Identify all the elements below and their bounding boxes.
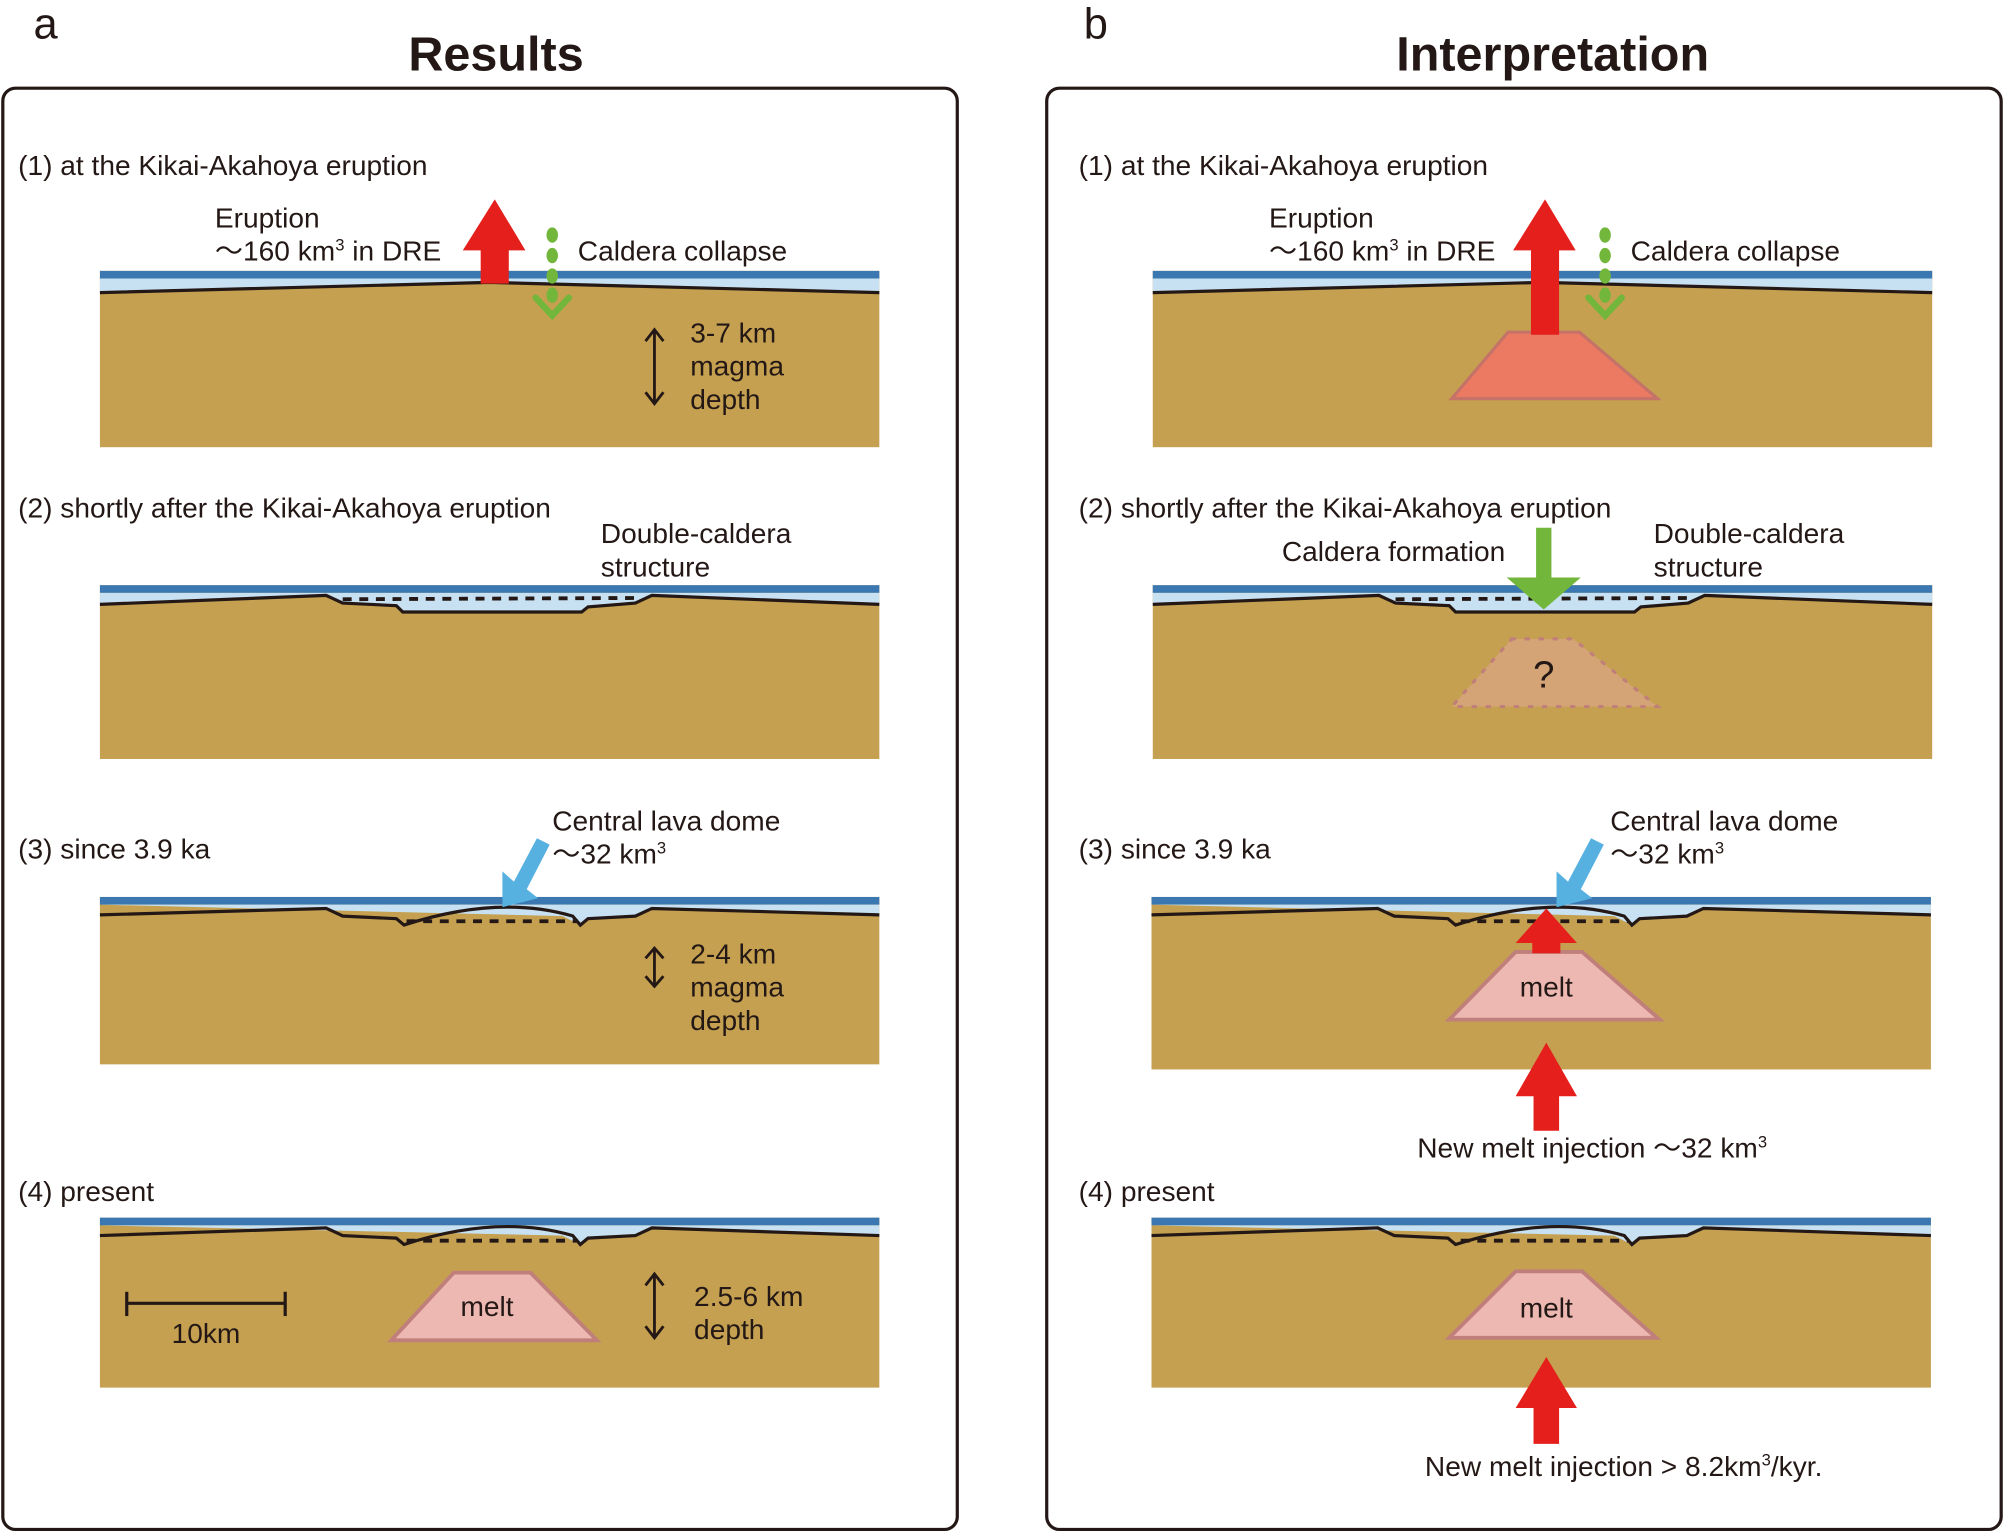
melt-label: melt bbox=[1520, 972, 1573, 1003]
depth-label: magma bbox=[690, 351, 784, 382]
scale-bar bbox=[125, 1291, 287, 1317]
caldera-collapse-label: Caldera collapse bbox=[1631, 236, 1840, 267]
sea-surface bbox=[99, 896, 880, 905]
panel-a: a Results (1) at the Kikai-Akahoya erupt… bbox=[1, 0, 959, 1532]
panel-a-stage-3: (3) since 3.9 ka Central lava dome 〜32 k… bbox=[18, 806, 880, 1065]
caldera-formation-arrow-icon bbox=[1506, 527, 1581, 610]
panel-b-stage-2: (2) shortly after the Kikai-Akahoya erup… bbox=[1079, 492, 1933, 759]
structure-label: structure bbox=[601, 551, 710, 582]
stage-heading: (3) since 3.9 ka bbox=[1079, 834, 1272, 865]
eruption-volume-label: 〜160 km3 in DRE bbox=[1269, 235, 1495, 266]
ground bbox=[99, 585, 880, 759]
dome-label: Central lava dome bbox=[1610, 806, 1838, 837]
caldera-collapse-label: Caldera collapse bbox=[578, 236, 787, 267]
uncertain-magma-body bbox=[1448, 637, 1663, 709]
sea-surface bbox=[1151, 896, 1931, 905]
panel-b-title: Interpretation bbox=[1396, 27, 1709, 81]
caldera-collapse-arrow-icon bbox=[1585, 227, 1625, 321]
scale-bar-label: 10km bbox=[172, 1318, 241, 1349]
stage-heading: (4) present bbox=[1079, 1176, 1215, 1207]
sea-surface bbox=[99, 1217, 880, 1226]
eruption-label: Eruption bbox=[215, 202, 320, 233]
depth-label: 2-4 km bbox=[690, 938, 776, 969]
panel-a-stage-4: (4) present melt 10km 2.5-6 km depth bbox=[18, 1176, 880, 1388]
sea-water bbox=[99, 592, 880, 613]
melt-ascent-arrow-icon bbox=[1515, 908, 1577, 954]
stage-heading: (1) at the Kikai-Akahoya eruption bbox=[18, 150, 427, 181]
eruption-label: Eruption bbox=[1269, 202, 1374, 233]
melt-body bbox=[386, 1270, 602, 1343]
stage-heading: (2) shortly after the Kikai-Akahoya erup… bbox=[1079, 492, 1612, 523]
panel-b-frame bbox=[1045, 86, 2003, 1532]
structure-label: Double-caldera bbox=[601, 518, 792, 549]
panel-a-frame bbox=[1, 86, 959, 1532]
melt-label: melt bbox=[461, 1291, 514, 1322]
panel-b-stage-4: (4) present melt New melt injection > 8.… bbox=[1079, 1176, 1931, 1482]
seafloor-line bbox=[99, 905, 880, 928]
seafloor-line bbox=[1151, 1224, 1931, 1247]
depth-label: depth bbox=[690, 384, 760, 415]
melt-injection-arrow-icon bbox=[1515, 1356, 1577, 1444]
melt-label: melt bbox=[1520, 1292, 1573, 1323]
depth-label: depth bbox=[690, 1005, 760, 1036]
caldera-formation-label: Caldera formation bbox=[1282, 536, 1505, 567]
melt-injection-label: New melt injection 〜32 km3 bbox=[1417, 1132, 1767, 1163]
melt-body bbox=[1444, 1269, 1662, 1340]
depth-label: 3-7 km bbox=[690, 317, 776, 348]
sea-water bbox=[99, 278, 880, 293]
ground bbox=[99, 896, 880, 1065]
stage-heading: (2) shortly after the Kikai-Akahoya erup… bbox=[18, 492, 551, 523]
melt-injection-rate-label: New melt injection > 8.2km3/kyr. bbox=[1425, 1451, 1822, 1482]
panel-b-stage-1: (1) at the Kikai-Akahoya eruption Erupti… bbox=[1079, 150, 1933, 448]
lava-dome-arrow-icon bbox=[502, 838, 550, 908]
stage-heading: (4) present bbox=[18, 1176, 154, 1207]
caldera-collapse-arrow-icon bbox=[532, 227, 573, 321]
panel-a-stage-1: (1) at the Kikai-Akahoya eruption Erupti… bbox=[18, 150, 880, 448]
panel-a-title: Results bbox=[408, 27, 583, 81]
depth-label: depth bbox=[694, 1314, 764, 1345]
sea-water bbox=[1152, 278, 1933, 293]
depth-label: 2.5-6 km bbox=[694, 1281, 803, 1312]
melt-injection-arrow-icon bbox=[1515, 1042, 1577, 1131]
panel-a-stage-2: (2) shortly after the Kikai-Akahoya erup… bbox=[18, 492, 880, 759]
structure-label: structure bbox=[1654, 551, 1763, 582]
structure-label: Double-caldera bbox=[1654, 518, 1845, 549]
dome-volume-label: 〜32 km3 bbox=[552, 839, 666, 870]
dome-label: Central lava dome bbox=[552, 806, 780, 837]
stage-heading: (3) since 3.9 ka bbox=[18, 834, 211, 865]
depth-range-icon bbox=[644, 1271, 665, 1341]
seafloor-line bbox=[1151, 905, 1931, 928]
ground bbox=[99, 270, 880, 448]
eruption-arrow-icon bbox=[1513, 199, 1576, 335]
depth-range-icon bbox=[644, 945, 665, 989]
depth-label: magma bbox=[690, 972, 784, 1003]
seafloor-line bbox=[99, 593, 880, 614]
sea-water bbox=[1151, 1225, 1931, 1245]
eruption-volume-label: 〜160 km3 in DRE bbox=[215, 235, 441, 266]
seafloor-line bbox=[1152, 593, 1933, 614]
stage-heading: (1) at the Kikai-Akahoya eruption bbox=[1079, 150, 1488, 181]
panel-b: b Interpretation (1) at the Kikai-Akahoy… bbox=[1045, 0, 2003, 1532]
sea-surface bbox=[99, 585, 880, 593]
lava-dome-arrow-icon bbox=[1556, 838, 1604, 908]
sea-water bbox=[99, 1225, 880, 1245]
eruption-arrow-icon bbox=[462, 199, 526, 284]
panel-b-letter: b bbox=[1084, 0, 1108, 48]
panel-a-letter: a bbox=[33, 0, 58, 48]
sea-surface bbox=[1151, 1217, 1931, 1226]
seafloor-line bbox=[99, 1224, 880, 1247]
depth-range-icon bbox=[644, 327, 665, 407]
dome-volume-label: 〜32 km3 bbox=[1610, 839, 1724, 870]
panel-b-stage-3: (3) since 3.9 ka Central lava dome 〜32 k… bbox=[1079, 806, 1931, 1164]
unknown-label: ? bbox=[1533, 653, 1554, 696]
